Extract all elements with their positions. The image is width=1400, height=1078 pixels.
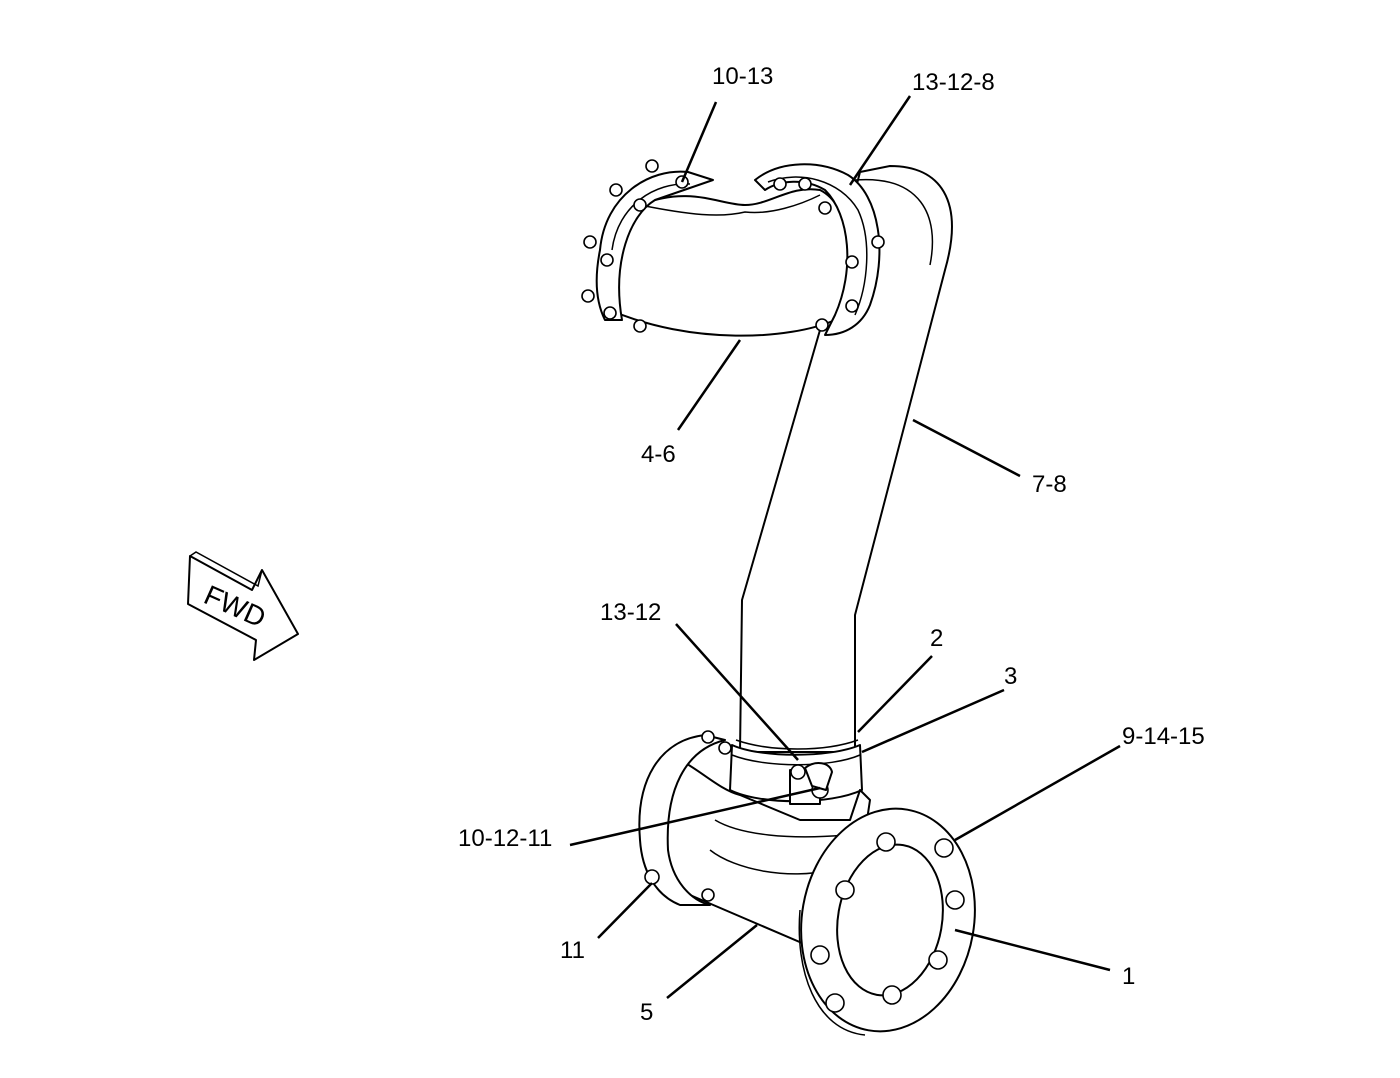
- bolt-icon: [882, 985, 902, 1005]
- callout-9-14-15: 9-14-15: [1122, 723, 1205, 750]
- clamp-bolt-icon: [790, 764, 806, 780]
- bolt-icon: [798, 177, 812, 191]
- bolt-icon: [718, 741, 732, 755]
- leader-line: [680, 101, 718, 183]
- callout-10-13: 10-13: [712, 63, 773, 90]
- leader-line: [857, 655, 933, 733]
- bolt-icon: [845, 255, 859, 269]
- callout-labels: 10-13 13-12-8 4-6 7-8 13-12 2 3 9-14-15 …: [458, 63, 1205, 1026]
- leader-line: [597, 882, 653, 939]
- callout-2: 2: [930, 625, 943, 652]
- bolt-icon: [633, 319, 647, 333]
- callout-3: 3: [1004, 663, 1017, 690]
- bolt-icon: [871, 235, 885, 249]
- bolt-icon: [845, 299, 859, 313]
- bolt-icon: [928, 950, 948, 970]
- bolt-icon: [835, 880, 855, 900]
- bolt-icon: [633, 198, 647, 212]
- callout-13-12: 13-12: [600, 599, 661, 626]
- bolt-icon: [934, 838, 954, 858]
- callout-10-12-11: 10-12-11: [458, 825, 552, 852]
- bolt-icon: [825, 993, 845, 1013]
- leader-line: [676, 339, 742, 431]
- leader-line: [954, 928, 1111, 972]
- main-pipe: [739, 165, 953, 753]
- callout-5: 5: [640, 999, 653, 1026]
- fwd-arrow-icon: FWD: [187, 551, 299, 661]
- leader-line: [675, 623, 799, 761]
- bolt-icon: [583, 235, 597, 249]
- callout-13-12-8: 13-12-8: [912, 69, 995, 96]
- right-end-flange: [798, 807, 976, 1036]
- bolt-icon: [609, 183, 623, 197]
- bolt-icon: [945, 890, 965, 910]
- leader-line: [569, 786, 821, 847]
- callout-1: 1: [1122, 963, 1135, 990]
- bolt-icon: [603, 306, 617, 320]
- bolt-icon: [773, 177, 787, 191]
- bolt-icon: [600, 253, 614, 267]
- leader-line: [954, 744, 1121, 842]
- upper-right-flange: [754, 163, 881, 336]
- leader-line: [666, 924, 758, 999]
- bolt-icon: [876, 832, 896, 852]
- leader-line: [861, 688, 1005, 754]
- bolt-icon: [810, 945, 830, 965]
- bolt-icon: [581, 289, 595, 303]
- bolt-icon: [645, 159, 659, 173]
- clamp-band: [729, 739, 863, 805]
- callout-7-8: 7-8: [1032, 471, 1067, 498]
- upper-flange-bolts: [581, 159, 885, 333]
- callout-11: 11: [560, 937, 585, 964]
- callout-4-6: 4-6: [641, 441, 676, 468]
- leader-line: [912, 418, 1021, 478]
- bolt-icon: [815, 318, 829, 332]
- bolt-icon: [701, 730, 715, 744]
- bolt-icon: [644, 869, 660, 885]
- bolt-icon: [818, 201, 832, 215]
- leader-lines: [569, 95, 1121, 999]
- bolt-icon: [701, 888, 715, 902]
- leader-line: [848, 95, 912, 186]
